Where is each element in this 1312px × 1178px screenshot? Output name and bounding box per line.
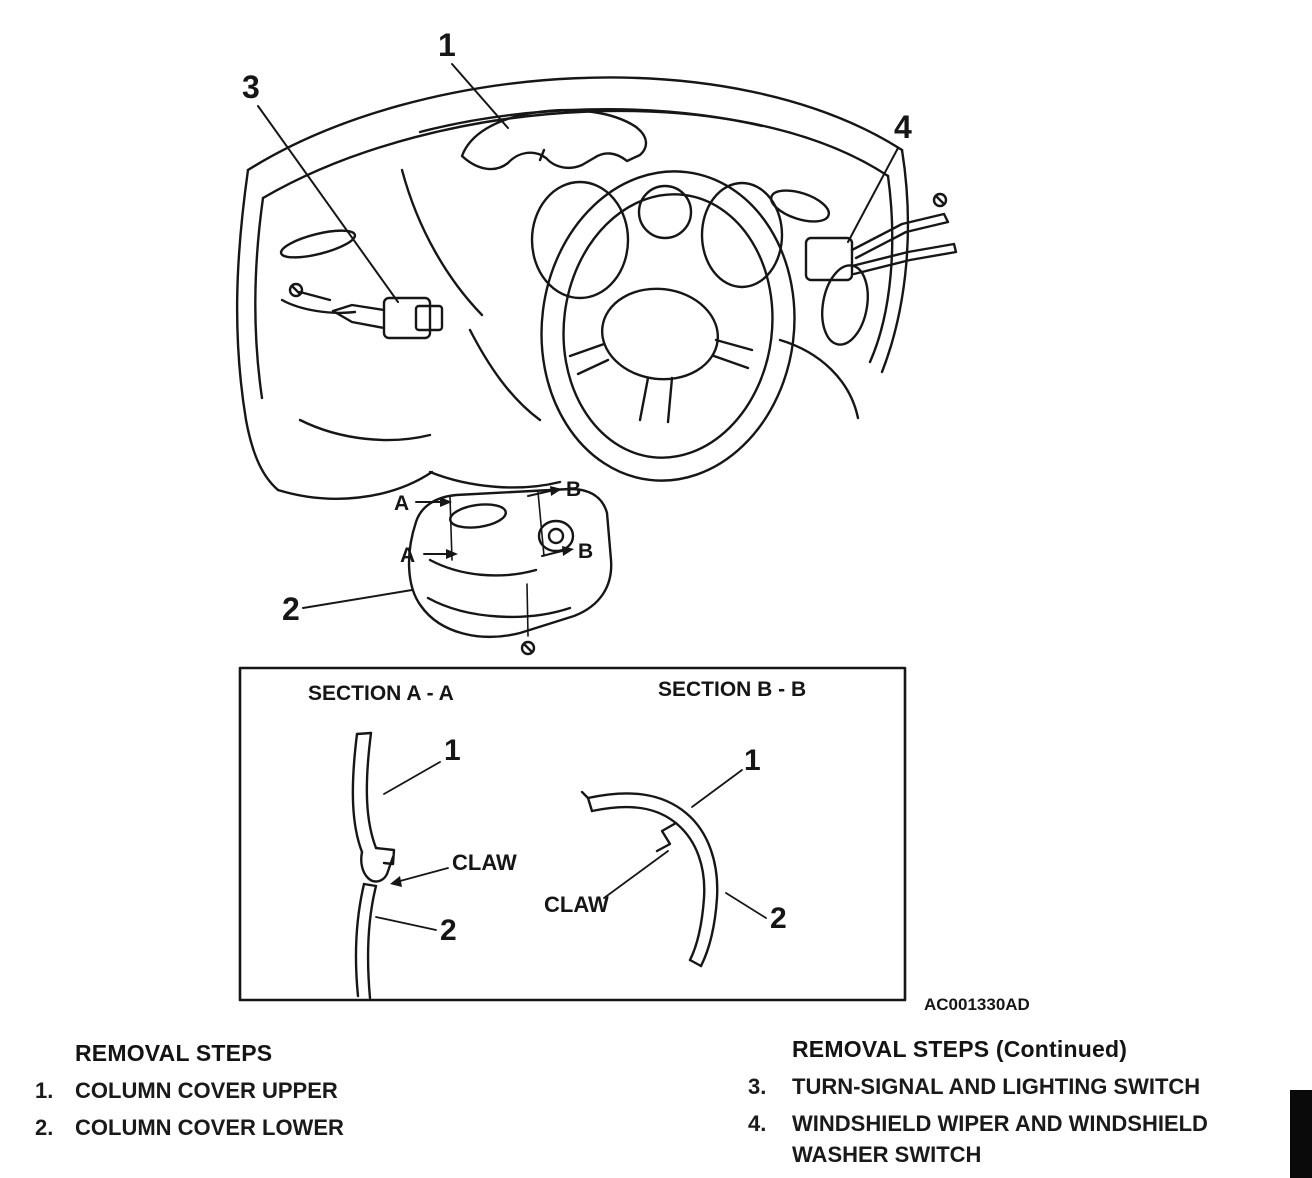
section-box [238, 666, 907, 1002]
step-row-1: 1. COLUMN COVER UPPER [35, 1075, 465, 1106]
removal-steps-right-title: REMOVAL STEPS (Continued) [792, 1036, 1128, 1062]
step-label: TURN-SIGNAL AND LIGHTING SWITCH [792, 1074, 1201, 1099]
callout-4-label: 4 [894, 109, 912, 145]
section-a-drawing [351, 731, 396, 1000]
removal-steps-right: REMOVAL STEPS (Continued) 3. TURN-SIGNAL… [748, 1036, 1288, 1170]
section-a-title: SECTION A - A [308, 682, 454, 705]
step-number: 3. [748, 1074, 767, 1099]
section-cut-arrows [415, 490, 563, 557]
callout-2-label: 2 [282, 591, 300, 627]
callout-3-label: 3 [242, 69, 260, 105]
section-b-claw-label: CLAW [544, 892, 609, 917]
section-a-callout-1: 1 [444, 734, 461, 767]
section-b-title: SECTION B - B [658, 678, 806, 701]
step-row-2: 2. COLUMN COVER LOWER [35, 1112, 465, 1143]
column-cover-lower-drawing [407, 487, 613, 656]
step-number: 2. [35, 1115, 54, 1140]
figure-svg: 1 3 4 2 A A B B SECTION A - A SECTION B … [235, 27, 1030, 1014]
step-number: 1. [35, 1078, 54, 1103]
arrow-a-bottom-label: A [400, 544, 415, 567]
arrow-b-top-label: B [566, 478, 581, 501]
figure-code: AC001330AD [924, 995, 1030, 1014]
section-leaders [375, 761, 767, 931]
removal-steps-left-title: REMOVAL STEPS [75, 1040, 273, 1066]
section-b-drawing [580, 790, 719, 968]
callout-leaders [257, 63, 899, 609]
section-b-callout-2: 2 [770, 902, 787, 935]
wiper-switch-part [804, 192, 958, 282]
arrow-b-bottom-label: B [578, 540, 593, 563]
step-label: COLUMN COVER UPPER [75, 1078, 338, 1103]
step-row-3: 3. TURN-SIGNAL AND LIGHTING SWITCH [748, 1071, 1288, 1102]
claw-arrowhead [390, 876, 402, 887]
dashboard-drawing [235, 76, 910, 500]
section-cut-arrowheads [440, 486, 574, 559]
removal-steps-left: REMOVAL STEPS 1. COLUMN COVER UPPER 2. C… [35, 1040, 465, 1143]
step-row-4: 4. WINDSHIELD WIPER AND WINDSHIELD WASHE… [748, 1108, 1288, 1170]
arrow-a-top-label: A [394, 492, 409, 515]
step-label: COLUMN COVER LOWER [75, 1115, 344, 1140]
scan-artifact-bar [1290, 1090, 1312, 1178]
section-a-callout-2: 2 [440, 914, 457, 947]
steering-wheel [540, 170, 796, 482]
step-label: WINDSHIELD WIPER AND WINDSHIELD WASHER S… [792, 1111, 1208, 1167]
turn-signal-switch-part [288, 282, 444, 340]
section-b-callout-1: 1 [744, 744, 761, 777]
step-number: 4. [748, 1111, 767, 1136]
section-a-claw-label: CLAW [452, 850, 517, 875]
column-cover-upper-part [460, 108, 648, 171]
callout-1-label: 1 [438, 27, 456, 63]
